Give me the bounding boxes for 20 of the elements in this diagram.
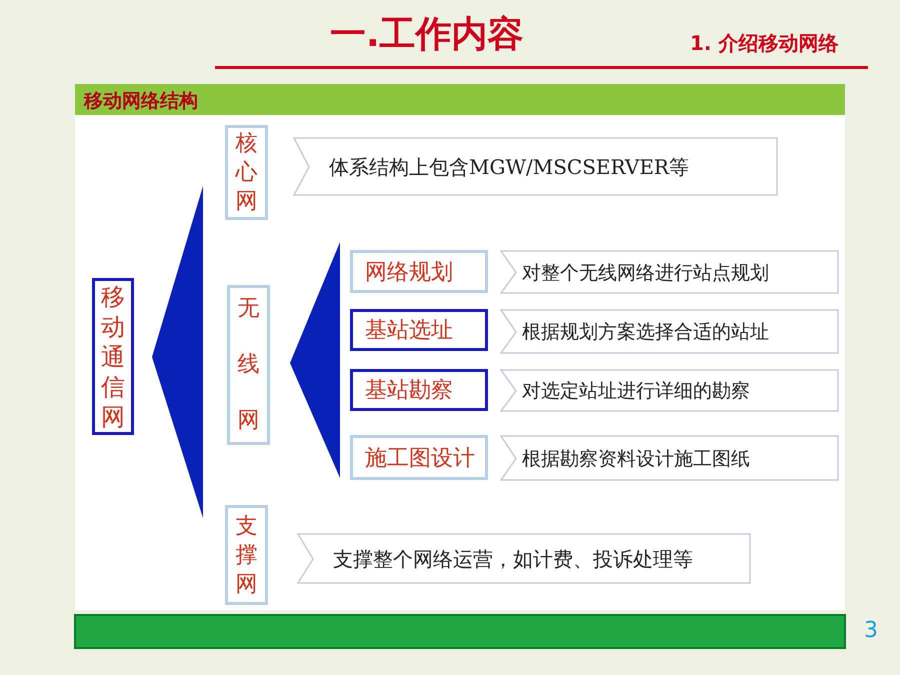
description-text: 对选定站址进行详细的勘察 <box>522 379 750 404</box>
section-heading: 1. 介绍移动网络 <box>690 30 838 57</box>
step-box: 网络规划 <box>350 250 488 293</box>
bracket-triangle <box>290 242 340 478</box>
page-number: 3 <box>864 618 878 643</box>
description-text: 根据规划方案选择合适的站址 <box>522 320 769 345</box>
description-text: 支撑整个网络运营，如计费、投诉处理等 <box>333 546 693 572</box>
step-box: 施工图设计 <box>350 435 488 480</box>
bracket-triangle <box>152 186 203 518</box>
vertical-label-box: 移动通信网 <box>92 278 134 435</box>
step-box: 基站勘察 <box>350 369 488 411</box>
vertical-label-box: 核心网 <box>225 125 268 220</box>
panel-heading: 移动网络结构 <box>84 89 198 114</box>
step-box: 基站选址 <box>350 309 488 351</box>
vertical-label-box: 无线网 <box>227 285 270 445</box>
page-title: 一.工作内容 <box>330 13 524 57</box>
description-text: 对整个无线网络进行站点规划 <box>522 260 769 286</box>
description-text: 根据勘察资料设计施工图纸 <box>522 446 750 472</box>
description-text: 体系结构上包含MGW/MSCSERVER等 <box>329 154 689 180</box>
vertical-label-box: 支撑网 <box>225 505 268 605</box>
